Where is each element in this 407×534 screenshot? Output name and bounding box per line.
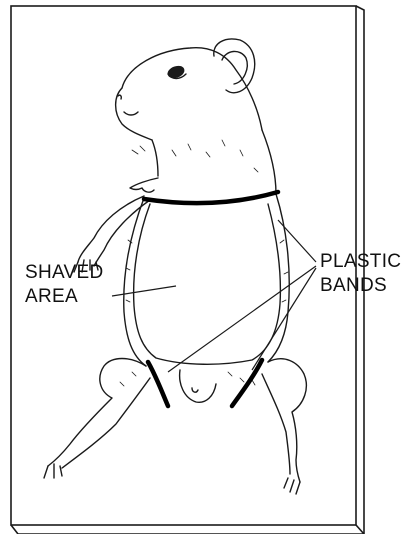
shaved-area-outline	[134, 204, 281, 364]
leader-band-right	[252, 268, 316, 370]
leader-shaved-area	[112, 286, 176, 296]
groin	[180, 370, 216, 402]
plastic-band-right-hip	[232, 360, 262, 406]
label-plastic: PLASTIC	[320, 251, 401, 273]
front-leg	[130, 178, 158, 192]
plastic-band-left-hip	[148, 362, 168, 406]
plastic-band-chest	[144, 192, 278, 203]
label-bands: BANDS	[320, 275, 387, 297]
hind-leg-left	[48, 359, 146, 467]
head-outline	[122, 48, 262, 130]
label-shaved: SHAVED	[25, 262, 104, 284]
body-left	[124, 198, 146, 366]
hind-leg-right	[268, 359, 306, 482]
back-outline	[262, 130, 276, 194]
plastic-bands	[144, 192, 278, 406]
leader-band-chest	[278, 220, 316, 262]
leader-lines	[112, 220, 316, 372]
leader-band-left	[168, 266, 316, 372]
label-area: AREA	[25, 286, 78, 308]
